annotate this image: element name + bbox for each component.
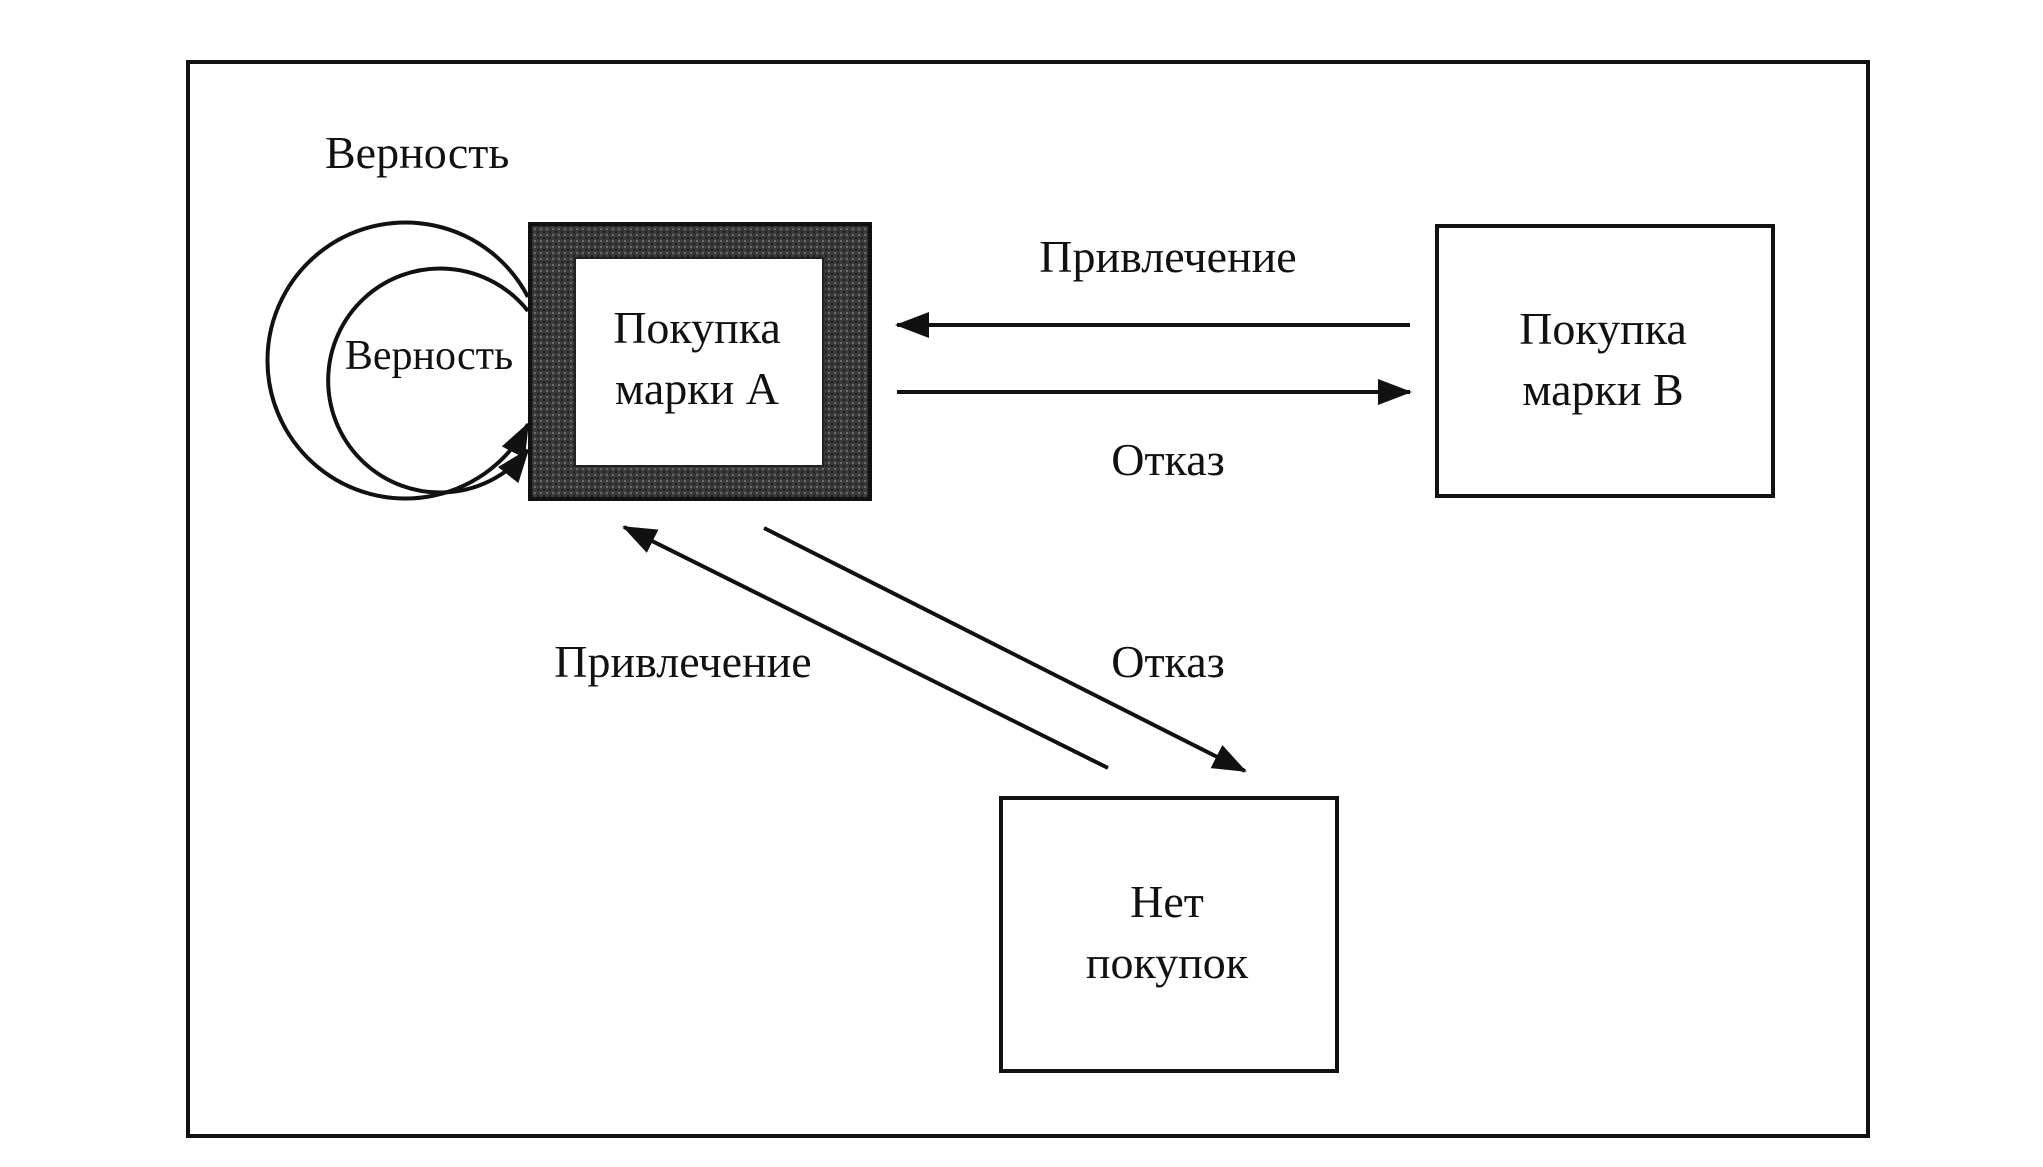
- label-inner-loyalty: Верность: [345, 333, 513, 379]
- arrow-refusal-a-to-none: [763, 526, 1247, 773]
- label-refusal-top: Отказ: [1111, 434, 1225, 485]
- node-brand-b-line1: Покупка: [1519, 303, 1687, 354]
- node-no-purchase: Нет покупок: [999, 796, 1339, 1073]
- diagram-frame: [186, 60, 1870, 1138]
- loyalty-loop-inner: [326, 266, 530, 495]
- node-brand-a: Покупка марки А: [528, 222, 872, 501]
- node-no-purchase-line1: Нет: [1130, 876, 1204, 927]
- loyalty-loop: [265, 220, 530, 501]
- node-brand-a-line1: Покупка: [613, 302, 781, 353]
- node-brand-b: Покупка марки В: [1435, 224, 1775, 498]
- label-refusal-bottom: Отказ: [1111, 636, 1225, 687]
- label-attraction-bottom: Привлечение: [554, 636, 811, 687]
- arrow-attraction-none-to-a: [622, 525, 1109, 770]
- label-attraction-top: Привлечение: [1039, 231, 1296, 282]
- node-brand-a-line2: марки А: [615, 363, 779, 414]
- node-no-purchase-line2: покупок: [1086, 937, 1249, 988]
- node-brand-b-line2: марки В: [1522, 364, 1683, 415]
- label-outer-loyalty: Верность: [325, 127, 509, 178]
